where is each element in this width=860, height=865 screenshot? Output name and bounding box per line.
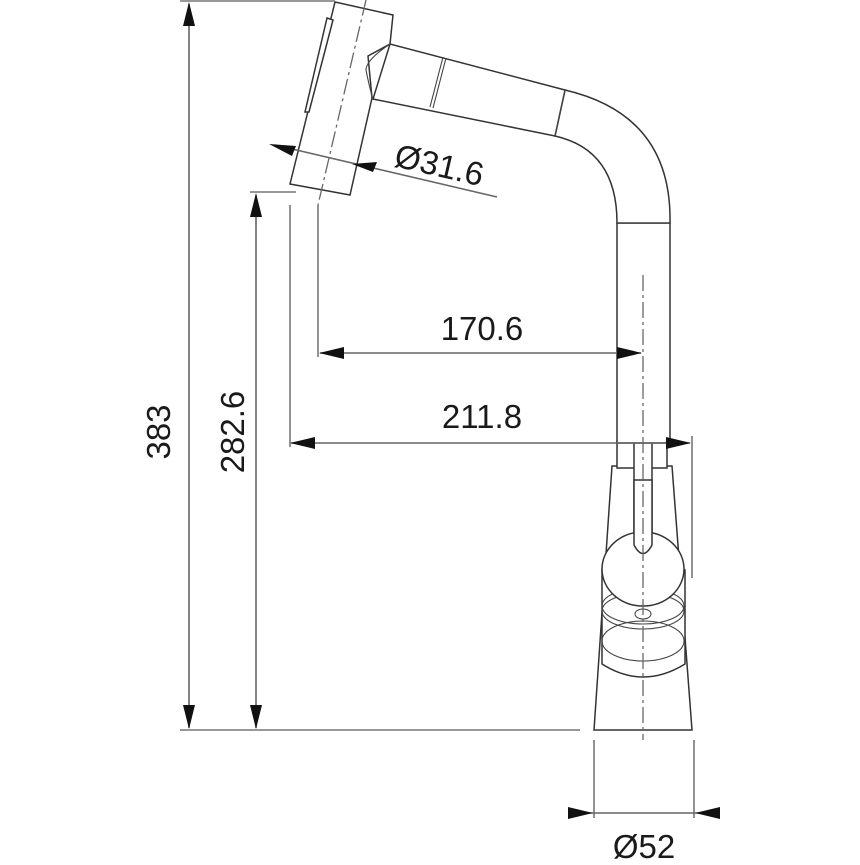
spray-head <box>289 1 394 196</box>
faucet-base <box>593 421 693 731</box>
spout-extension-lines <box>289 205 319 447</box>
center-lines <box>317 0 644 740</box>
dimension-label-reach-total: 211.8 <box>442 398 522 435</box>
spout-tube <box>372 43 671 444</box>
dimension-reach-center: 170.6 <box>319 310 642 359</box>
dimension-label-base-diameter: Ø52 <box>613 828 675 860</box>
dimension-label-reach-center: 170.6 <box>441 310 524 347</box>
dimension-total-height: 383 <box>140 0 580 731</box>
dimension-label-spray-head-diameter: Ø31.6 <box>391 137 487 193</box>
dimension-reach-total: 211.8 <box>290 398 693 578</box>
dimension-label-total-height: 383 <box>140 404 177 459</box>
dimension-base-diameter: Ø52 <box>568 740 720 865</box>
dimension-outlet-height: 282.6 <box>214 191 296 729</box>
dimension-label-outlet-height: 282.6 <box>214 391 251 474</box>
